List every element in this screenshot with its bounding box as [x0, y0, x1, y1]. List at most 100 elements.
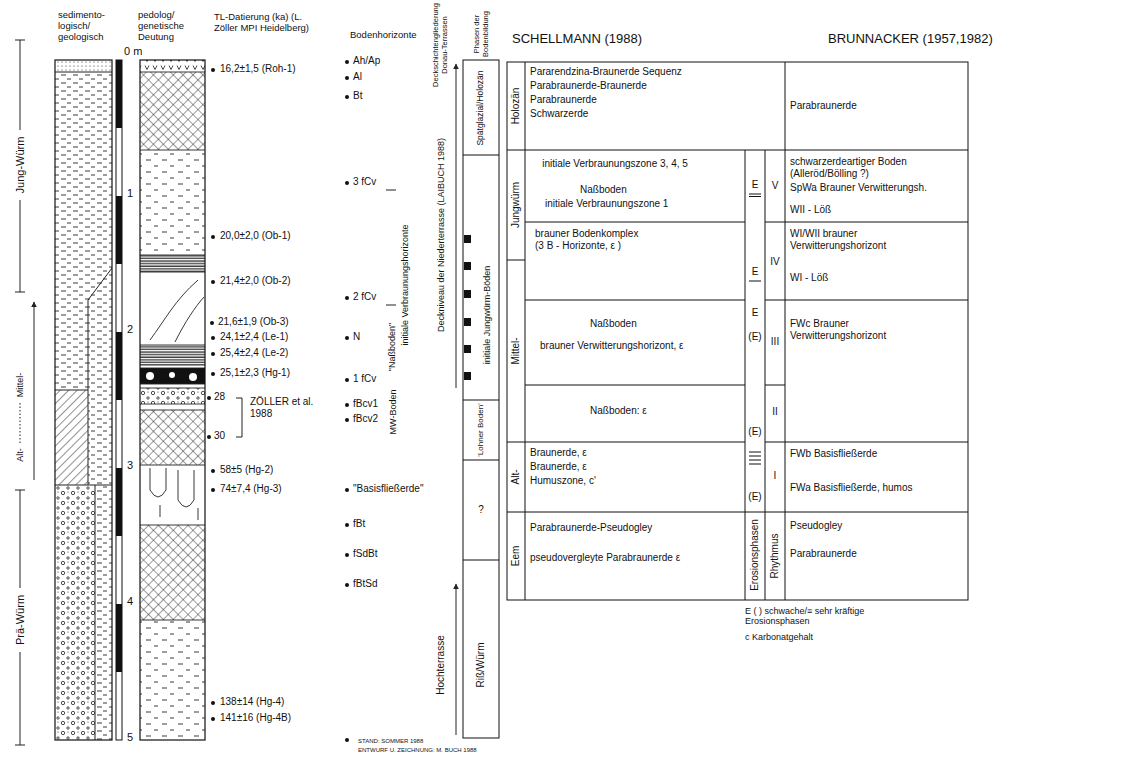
pedology-column	[189, 373, 197, 381]
depth-number: 0 m	[124, 45, 142, 58]
comparison-table	[507, 150, 968, 151]
depth-number: 1	[127, 187, 133, 200]
phase-column	[463, 155, 499, 560]
legend-note: c Karbonatgehalt	[745, 632, 813, 642]
date-dot	[207, 396, 211, 400]
date-dot	[211, 68, 215, 72]
depth-scale	[116, 196, 122, 264]
table-cell: Schwarzerde	[530, 108, 588, 120]
rhythm-number: V	[772, 180, 779, 192]
phase-column	[464, 290, 471, 298]
table-cell: Pseudogley	[790, 520, 842, 532]
comparison-table	[749, 194, 761, 281]
comparison-table	[785, 222, 968, 512]
rhythm-number: II	[772, 406, 778, 418]
tl-date: 21,6±1,9 (Ob-3)	[218, 316, 289, 328]
soil-horizon: Al	[353, 71, 362, 83]
phase-label: Spätglazial/Holozän	[476, 70, 486, 145]
table-cell: FWc Brauner Verwitterungshorizont	[790, 318, 940, 341]
horizon-dot	[345, 523, 349, 527]
date-dot	[211, 235, 215, 239]
phase-label: ?	[478, 504, 484, 516]
phase-column	[464, 372, 471, 380]
soil-horizon: "Basisfließerde"	[353, 483, 423, 495]
table-cell: initiale Verbraunungszone 3, 4, 5	[540, 158, 690, 170]
soil-horizon: fSdBt	[353, 548, 377, 560]
soil-horizon: fBt	[353, 518, 365, 530]
terrace-arrow	[456, 584, 457, 735]
tl-date: 58±5 (Hg-2)	[220, 464, 273, 476]
period-label: Prä-Würm	[14, 595, 27, 645]
soil-horizon: fBcv2	[353, 413, 378, 425]
sediment-column	[55, 72, 112, 740]
horizon-dot	[345, 76, 349, 80]
erosion-mark: E	[752, 307, 759, 319]
date-dot	[211, 469, 215, 473]
depth-scale	[116, 332, 122, 400]
tl-date: 74±7,4 (Hg-3)	[220, 483, 282, 495]
soil-horizon: Ah/Ap	[353, 55, 380, 67]
rhythm-number: IV	[770, 256, 779, 268]
column-header: Phasen der Bodenbildung	[473, 3, 490, 65]
table-cell: Parabraunerde	[790, 548, 857, 560]
sediment-column	[55, 60, 112, 72]
row-label: Eem	[510, 546, 522, 567]
table-cell: brauner Bodenkomplex (3 B - Horizonte, ε…	[535, 228, 647, 251]
soil-horizon: Bt	[353, 90, 362, 102]
soil-horizon: fBcv1	[353, 398, 378, 410]
soil-horizon: 3 fCv	[353, 176, 376, 188]
table-cell: WI/WII brauner Verwitterungshorizont	[790, 228, 940, 251]
soil-horizon: 1 fCv	[353, 373, 376, 385]
date-dot	[207, 435, 211, 439]
tl-date: 28	[214, 391, 225, 403]
terrace-arrow	[456, 64, 457, 388]
tl-date: 21,4±2,0 (Ob-2)	[220, 275, 291, 287]
row-label: Jungwürm	[510, 182, 522, 228]
depth-scale	[116, 604, 122, 672]
soil-note: MW-Boden	[388, 390, 398, 435]
date-dot	[211, 701, 215, 705]
table-header: SCHELLMANN (1988)	[512, 32, 642, 47]
horizon-dot	[345, 296, 349, 300]
tl-date: 16,2±1,5 (Roh-1)	[220, 63, 296, 75]
period-label: Alt-	[15, 448, 25, 462]
credit-note: STAND: SOMMER 1988	[358, 738, 423, 745]
table-cell: Naßboden	[590, 318, 637, 330]
depth-number: 2	[127, 323, 133, 336]
rhythm-number: III	[771, 336, 779, 348]
date-dot	[211, 488, 215, 492]
table-cell: schwarzerdeartiger Boden (Alleröd/Böllin…	[790, 156, 960, 179]
horizon-dot	[345, 553, 349, 557]
table-cell: Parabraunerde	[790, 100, 857, 112]
rhythm-number: I	[774, 470, 777, 482]
row-label: Alt-	[510, 470, 522, 485]
pedology-column	[140, 150, 205, 255]
table-cell: SpWa Brauner Verwitterungsh.	[790, 182, 927, 194]
depth-number: 3	[127, 459, 133, 472]
soil-horizon: N	[353, 331, 360, 343]
phase-label: Riß/Würm	[475, 643, 487, 688]
sediment-column	[55, 390, 88, 485]
tl-date: 25,1±2,3 (Hg-1)	[220, 367, 290, 379]
table-cell: Humuszone, c'	[530, 475, 596, 487]
period-label: Mittel-	[15, 373, 25, 398]
period-bracket	[34, 302, 35, 480]
date-dot	[207, 68, 215, 721]
pedology-column	[140, 60, 205, 740]
horizon-dot	[345, 60, 349, 742]
comparison-table	[507, 260, 525, 512]
erosion-mark: (E)	[748, 491, 761, 503]
sediment-column	[88, 390, 112, 485]
date-dot	[210, 321, 214, 325]
horizon-dot	[345, 336, 349, 340]
phase-column	[464, 345, 471, 353]
date-dot	[211, 717, 215, 721]
period-bracket	[20, 403, 21, 443]
erosion-mark: (E)	[748, 426, 761, 438]
pedology-column	[140, 620, 205, 740]
comparison-table	[525, 222, 745, 512]
row-label: Mittel-	[510, 337, 522, 364]
pedology-column	[140, 72, 205, 150]
table-cell: pseudovergleyte Parabraunerde ε	[530, 552, 680, 564]
sediment-column	[95, 485, 112, 740]
